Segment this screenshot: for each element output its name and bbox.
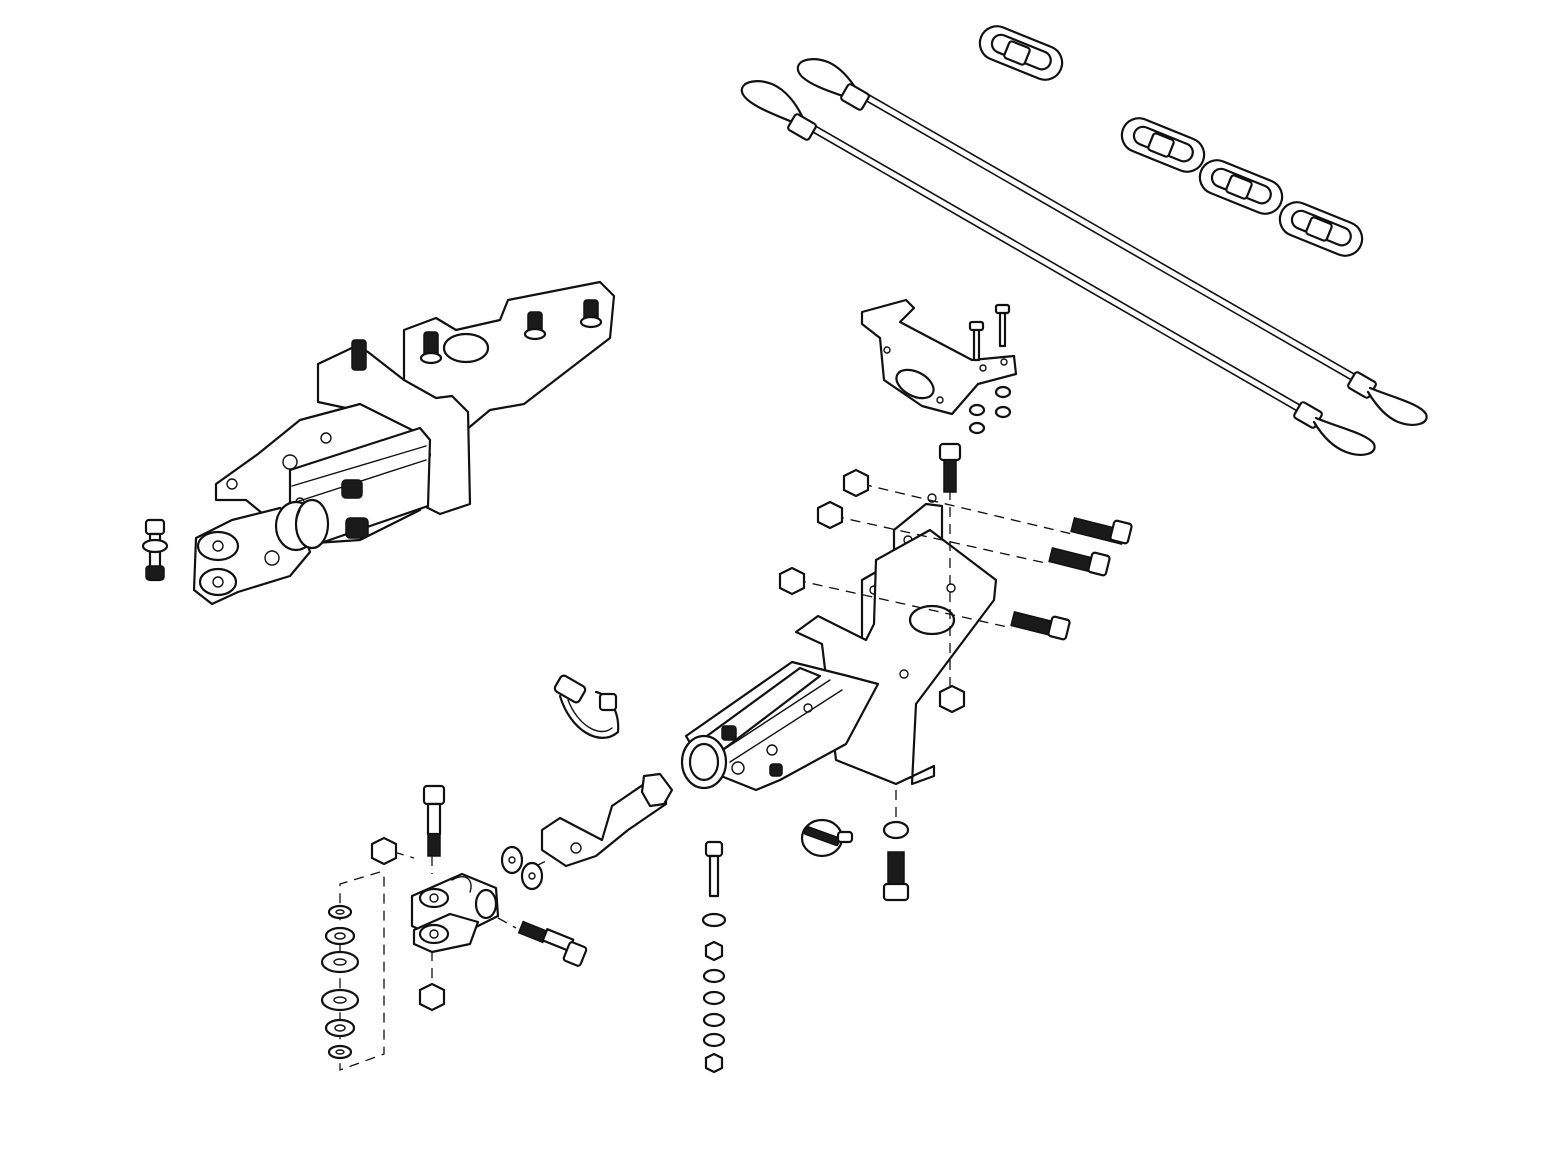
washer-stack-left [320, 904, 360, 1060]
bracket-washer [994, 385, 1012, 399]
main-bracket-bolt-3 [1010, 611, 1071, 641]
clevis-bolt-horizontal [517, 920, 588, 967]
quick-link-4 [1278, 201, 1364, 257]
tow-bolt-left [141, 518, 169, 582]
quick-link-2 [1120, 117, 1206, 173]
bracket-washer [968, 403, 986, 417]
quick-link-1 [978, 25, 1064, 81]
bracket-screw-2 [994, 303, 1011, 348]
grease-fitting [341, 479, 369, 539]
towbar-arm-upper [192, 280, 616, 606]
safety-cable-lower [740, 80, 1376, 456]
stud-2 [523, 311, 547, 341]
stud-1 [419, 331, 443, 365]
bracket-nut [968, 421, 986, 435]
clevis-yoke [410, 872, 500, 954]
bracket-screw-1 [968, 320, 985, 362]
main-bracket-bolt-2 [1048, 547, 1111, 577]
hose-clamp [553, 674, 620, 739]
bolt-stack-center [701, 840, 727, 1074]
main-bracket-nuts [778, 468, 966, 714]
main-bracket-bolt-1 [1070, 517, 1133, 545]
clevis-spacer-washers [500, 845, 544, 891]
lynch-pin [800, 818, 854, 858]
main-bracket-bolt-vertical [938, 442, 962, 493]
safety-pin-upper [294, 498, 330, 550]
electrical-mount-bracket [860, 298, 1018, 435]
stud-3 [579, 299, 603, 329]
safety-cable-upper [796, 58, 1428, 426]
bracket-nut [994, 405, 1012, 419]
towbar-arm-lower [680, 660, 880, 792]
clevis-nuts [370, 836, 446, 1012]
assembly-guide-lines [339, 483, 1073, 1071]
clevis-bolt-vertical [422, 784, 446, 857]
lower-bolt-right [882, 820, 910, 902]
stud-4 [351, 339, 367, 371]
quick-link-3 [1198, 159, 1284, 215]
ball-joint-shaft [540, 772, 674, 868]
